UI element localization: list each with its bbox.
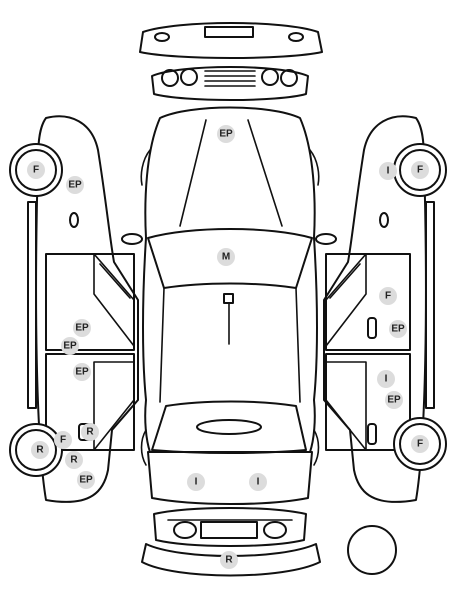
marker-f-left-rear-quarter: F	[54, 431, 72, 449]
marker-ep-left-door-edge: EP	[61, 337, 79, 355]
svg-text:EP: EP	[219, 129, 233, 140]
car-right-side-view	[323, 115, 447, 503]
svg-text:F: F	[33, 165, 39, 176]
marker-ep-right-rear-door: EP	[385, 391, 403, 409]
svg-text:I: I	[385, 374, 388, 385]
svg-text:EP: EP	[79, 475, 93, 486]
svg-text:EP: EP	[387, 395, 401, 406]
car-body-top-view	[121, 106, 337, 505]
marker-r-rear-bumper: R	[220, 551, 238, 569]
svg-text:EP: EP	[68, 180, 82, 191]
marker-i-right-front-fender: I	[379, 162, 397, 180]
svg-text:F: F	[417, 439, 423, 450]
svg-text:I: I	[387, 166, 390, 177]
marker-r-left-rear-wheel: R	[31, 441, 49, 459]
marker-f-right-rear-wheel: F	[411, 435, 429, 453]
marker-ep-left-rear-door: EP	[73, 363, 91, 381]
marker-ep-right-front-door: EP	[389, 320, 407, 338]
svg-text:F: F	[417, 165, 423, 176]
marker-ep-hood: EP	[217, 125, 235, 143]
marker-i-right-rear-door: I	[377, 370, 395, 388]
svg-text:I: I	[257, 477, 260, 488]
car-left-side-view	[9, 115, 139, 503]
svg-text:R: R	[225, 555, 233, 566]
svg-text:EP: EP	[63, 341, 77, 352]
marker-r-left-handle: R	[81, 423, 99, 441]
front-grille-headlights	[151, 66, 309, 101]
rear-lights	[153, 507, 307, 547]
svg-text:EP: EP	[75, 323, 89, 334]
marker-f-right-front-wheel: F	[411, 161, 429, 179]
legend-circle	[347, 525, 397, 575]
svg-text:EP: EP	[391, 324, 405, 335]
svg-text:I: I	[195, 477, 198, 488]
marker-ep-left-front-door: EP	[73, 319, 91, 337]
marker-ep-left-front-fender: EP	[66, 176, 84, 194]
svg-text:R: R	[36, 445, 44, 456]
svg-text:R: R	[86, 427, 94, 438]
svg-text:EP: EP	[75, 367, 89, 378]
svg-text:F: F	[60, 435, 66, 446]
rear-bumper	[141, 543, 321, 577]
marker-f-left-front-wheel: F	[27, 161, 45, 179]
svg-text:M: M	[222, 252, 230, 263]
front-bumper	[139, 22, 323, 59]
marker-i-trunk-left: I	[187, 473, 205, 491]
marker-ep-left-rear-fender: EP	[77, 471, 95, 489]
marker-i-trunk-right: I	[249, 473, 267, 491]
marker-r-left-rear-arch: R	[65, 451, 83, 469]
svg-text:R: R	[70, 455, 78, 466]
marker-f-right-front-door: F	[379, 287, 397, 305]
marker-m-windshield: M	[217, 248, 235, 266]
svg-text:F: F	[385, 291, 391, 302]
